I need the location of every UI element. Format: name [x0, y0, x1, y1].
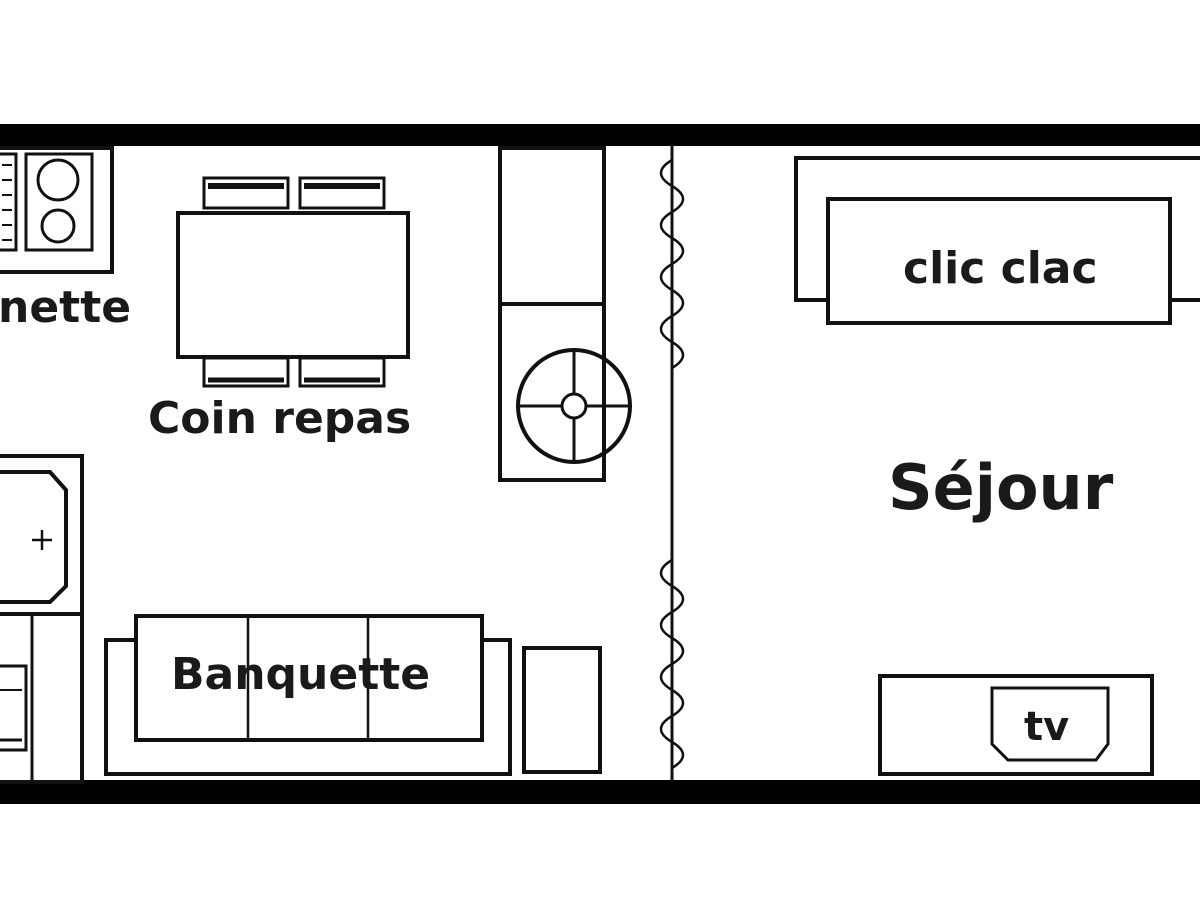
- chair: [298, 356, 386, 388]
- bench-sofa: [104, 614, 512, 776]
- tv-stand: [878, 674, 1154, 776]
- living-room-label: Séjour: [888, 451, 1114, 524]
- bench-back: [134, 614, 484, 742]
- washbasin: [0, 470, 68, 604]
- sofa-bed-label: clic clac: [903, 243, 1098, 294]
- curtain-divider: [659, 146, 685, 780]
- top-wall: [0, 124, 1200, 146]
- curtain-top: [659, 158, 685, 370]
- storage-closet: [498, 146, 632, 482]
- kitchen-counter: [0, 146, 114, 274]
- kitchenette-label: nette: [0, 282, 131, 333]
- hob-burner: [40, 208, 76, 244]
- sink: [0, 152, 18, 252]
- hob-burner: [36, 158, 80, 202]
- chair: [298, 176, 386, 210]
- tv-screen: [990, 686, 1110, 762]
- curtain-bottom: [659, 558, 685, 770]
- dining-label: Coin repas: [148, 393, 411, 444]
- bath-partition: [0, 454, 84, 784]
- dining-table-group: [176, 176, 410, 388]
- tv-label: tv: [1024, 704, 1069, 750]
- chair: [202, 356, 290, 388]
- sofa-bed-seat: [826, 197, 1172, 325]
- sofa-bed: [794, 156, 1200, 325]
- toilet: [0, 664, 28, 752]
- dining-table: [176, 211, 410, 359]
- bathroom-area: [0, 454, 84, 784]
- side-table: [522, 646, 602, 774]
- kitchenette-unit: [0, 146, 114, 274]
- bottom-wall: [0, 780, 1200, 804]
- hob: [24, 152, 94, 252]
- bench-label: Banquette: [171, 649, 430, 700]
- chair: [202, 176, 290, 210]
- closet-outline: [498, 146, 606, 482]
- tv-cabinet: [878, 674, 1154, 776]
- walls: [0, 124, 1200, 804]
